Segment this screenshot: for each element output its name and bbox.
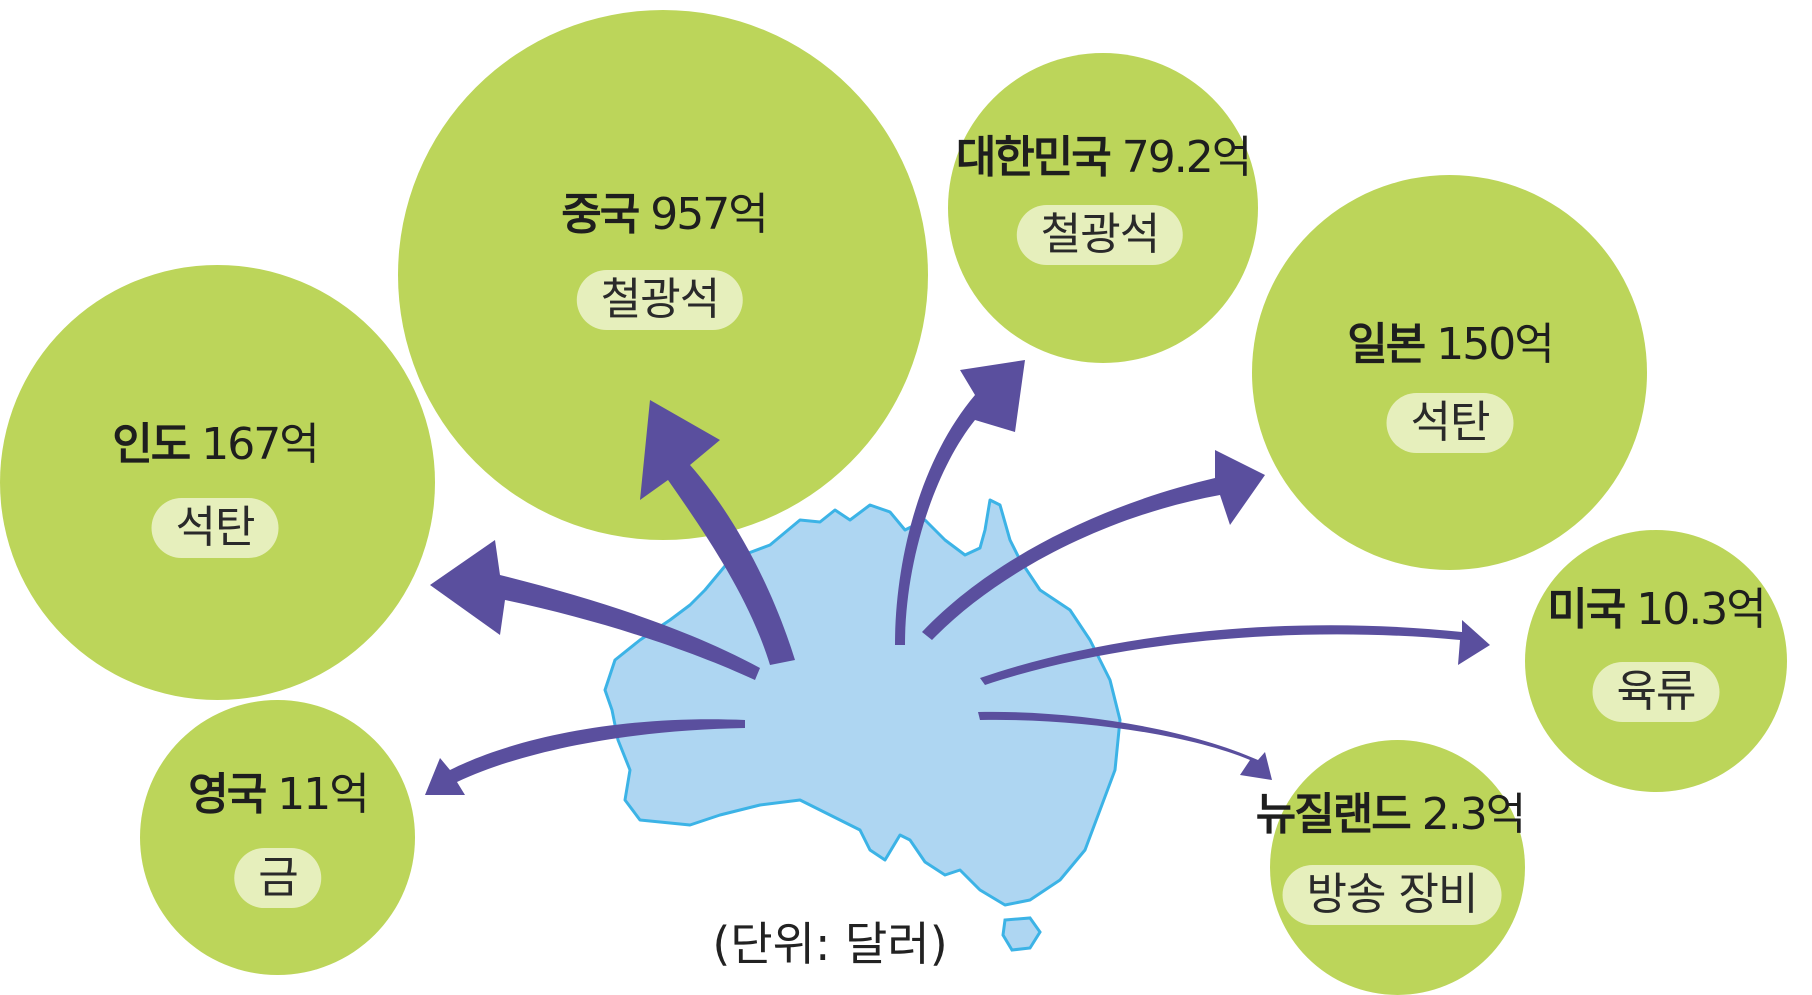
bubble-japan (1252, 175, 1647, 570)
bubble-uk (140, 700, 415, 975)
tasmania-map (1001, 916, 1042, 952)
australia-map (603, 498, 1122, 907)
arrow-to-india (430, 540, 760, 680)
product-india: 석탄 (151, 498, 279, 558)
product-uk: 금 (234, 848, 322, 908)
product-nz: 방송 장비 (1282, 865, 1502, 925)
arrow-to-usa (980, 620, 1490, 685)
arrow-to-korea (895, 360, 1025, 645)
arrow-to-uk (425, 719, 745, 795)
arrow-to-china (640, 400, 795, 665)
product-usa: 육류 (1592, 662, 1720, 722)
bubble-usa (1525, 530, 1787, 792)
product-japan: 석탄 (1386, 393, 1514, 453)
unit-note: (단위: 달러) (712, 917, 948, 971)
arrow-to-japan (922, 450, 1265, 640)
bubble-india (0, 265, 435, 700)
product-korea: 철광석 (1016, 205, 1184, 265)
product-china: 철광석 (576, 270, 744, 330)
arrow-to-nz (978, 711, 1272, 780)
